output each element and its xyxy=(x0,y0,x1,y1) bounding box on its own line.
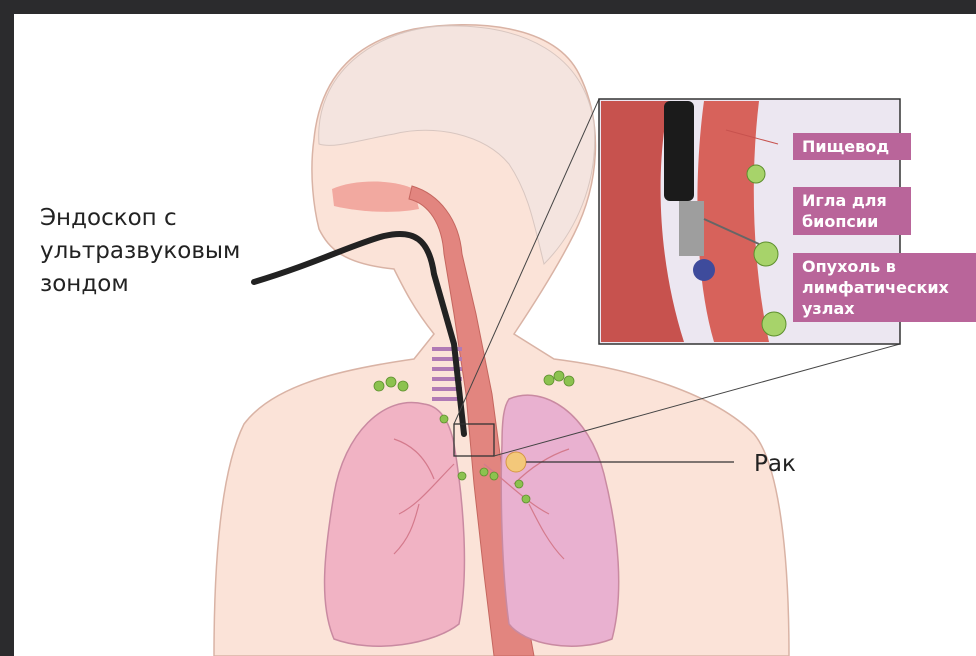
esophagus-tag-text: Пищевод xyxy=(802,136,903,157)
lymph-tumor-tag-line-3: узлах xyxy=(802,298,968,319)
endoscope-label-line-1: Эндоскоп с xyxy=(40,202,270,235)
cancer-tumor xyxy=(506,452,526,472)
lymph-tumor-tag: Опухоль в лимфатических узлах xyxy=(793,253,976,322)
biopsy-needle-tag-line-2: биопсии xyxy=(802,211,903,232)
biopsy-needle-tag: Игла для биопсии xyxy=(793,187,911,235)
biopsy-needle-tag-line-1: Игла для xyxy=(802,190,903,211)
endoscope-label-line-3: зондом xyxy=(40,268,270,301)
endoscope-label: Эндоскоп с ультразвуковым зондом xyxy=(40,202,270,301)
lymph-tumor-tag-line-2: лимфатических xyxy=(802,277,968,298)
endoscope-label-line-2: ультразвуковым xyxy=(40,235,270,268)
nasal-cavity xyxy=(332,182,419,212)
cancer-label: Рак xyxy=(754,451,796,477)
esophagus-tag: Пищевод xyxy=(793,133,911,160)
anatomy-illustration xyxy=(14,14,976,656)
illustration-frame: Эндоскоп с ультразвуковым зондом Рак Пищ… xyxy=(14,14,976,656)
lymph-tumor-tag-line-1: Опухоль в xyxy=(802,256,968,277)
